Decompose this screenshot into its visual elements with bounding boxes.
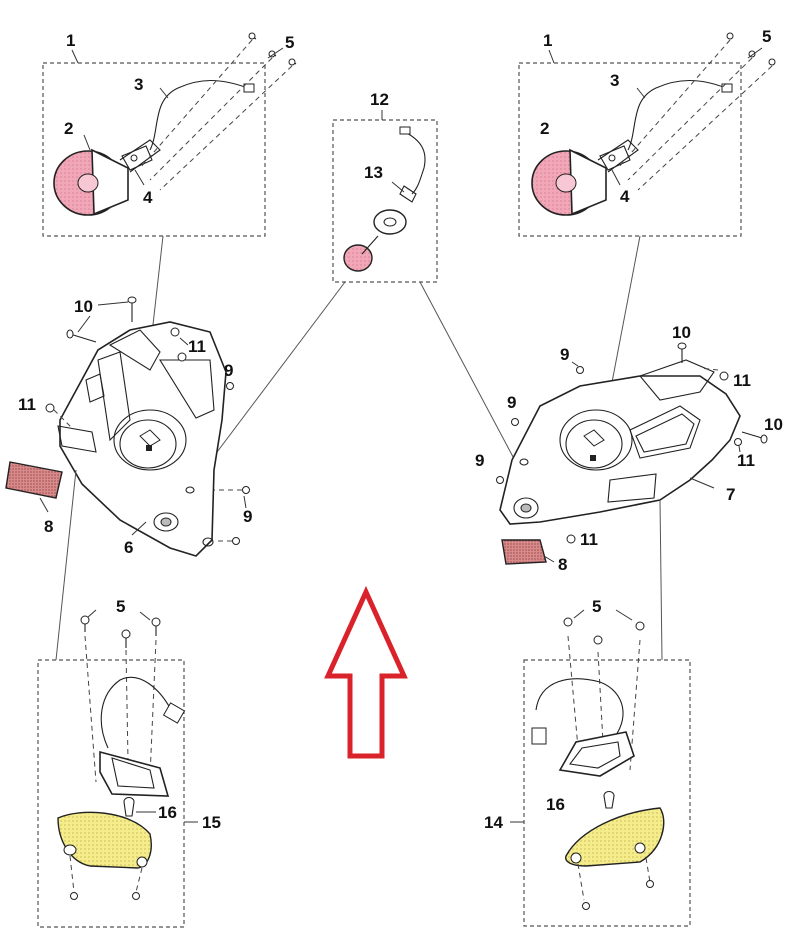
left-screw-9-a (226, 382, 234, 390)
right-signal-lens (565, 807, 665, 867)
callout-left-hl-screws: 5 (285, 33, 294, 52)
callout-right-nut-11-top: 11 (733, 371, 751, 390)
callout-right-hl-screws: 5 (762, 27, 771, 46)
callout-right-hl-socket: 4 (620, 187, 630, 206)
right-headlight-screws (617, 32, 776, 191)
callout-left-hl-bulb: 2 (64, 119, 73, 138)
callout-left-sig-assembly: 15 (202, 813, 221, 832)
callout-right-reflector: 8 (558, 555, 567, 574)
left-signal-screws (80, 609, 161, 783)
callout-left-nut-11-side: 11 (18, 395, 36, 414)
callout-left-nut-11-top: 11 (188, 337, 206, 356)
center-socket (391, 181, 417, 203)
right-headlight-bulb-box (518, 62, 742, 237)
callout-center-socket: 13 (364, 163, 383, 182)
callout-left-sig-screws: 5 (116, 597, 125, 616)
left-signal-bottom-screws (69, 855, 143, 900)
right-nut-11-top (699, 367, 729, 381)
callout-labels: 1 2 3 4 5 12 13 1 2 3 4 5 10 11 9 11 8 6… (18, 27, 783, 832)
center-bulb-lens (343, 235, 379, 272)
left-headlight-socket (121, 145, 153, 171)
right-housing (499, 359, 741, 525)
right-signal-socket-housing (558, 731, 635, 777)
left-signal-box (37, 659, 185, 928)
right-signal-bulb (603, 790, 615, 809)
callout-left-reflector: 8 (44, 517, 53, 536)
left-headlight-bulb-group (42, 32, 297, 237)
callout-right-bolt-10-top: 10 (672, 323, 691, 342)
right-nut-11-bottom (566, 534, 576, 544)
center-bulb-group (332, 110, 438, 283)
callout-right-housing: 7 (726, 485, 735, 504)
callout-right-bolt-10-side: 10 (764, 415, 783, 434)
right-signal-group (510, 499, 691, 927)
left-hardware (45, 296, 250, 545)
left-signal-lens (57, 811, 152, 869)
right-screw-9-b (511, 418, 519, 426)
left-bolt-10 (66, 296, 137, 343)
callout-right-sig-bulb: 16 (546, 795, 565, 814)
left-nut-11-top (170, 327, 189, 362)
callout-right-hl-wire: 3 (610, 71, 619, 90)
right-signal-box (523, 659, 691, 927)
right-signal-bottom-screws (577, 857, 654, 910)
left-headlight-bulb (53, 139, 161, 216)
right-hardware (496, 342, 768, 544)
center-bulb-box (332, 119, 438, 283)
callout-right-screw-9-c: 9 (475, 451, 484, 470)
callout-center-box: 12 (370, 90, 389, 109)
callout-right-sig-assembly: 14 (484, 813, 503, 832)
right-nut-11-side (734, 438, 742, 453)
left-screw-9-b (214, 486, 250, 545)
callout-left-bolt-10: 10 (74, 297, 93, 316)
callout-right-nut-11-bottom: 11 (580, 530, 598, 549)
callout-right-hl-box: 1 (543, 31, 552, 50)
right-screw-9-a (576, 366, 584, 374)
callout-left-sig-bulb: 16 (158, 803, 177, 822)
callout-left-hl-wire: 3 (134, 75, 143, 94)
callout-left-screw-9-b: 9 (243, 507, 252, 526)
left-headlight-screws (139, 32, 297, 191)
callout-right-hl-bulb: 2 (540, 119, 549, 138)
left-signal-bulb (123, 796, 156, 817)
right-signal-wire (531, 678, 624, 745)
right-reflector (501, 539, 555, 565)
callout-left-screw-9-a: 9 (224, 361, 233, 380)
callout-left-hl-socket: 4 (143, 188, 153, 207)
left-housing (57, 321, 227, 557)
left-signal-socket-housing (99, 750, 170, 797)
front-direction-arrow-icon (324, 585, 408, 759)
left-headlight-bulb-box (42, 62, 266, 237)
callout-right-screw-9-a: 9 (560, 345, 569, 364)
right-headlight-socket (599, 145, 631, 171)
callout-right-nut-11-side: 11 (737, 451, 755, 470)
right-screw-9-c (496, 476, 504, 484)
callout-right-screw-9-b: 9 (507, 393, 516, 412)
left-reflector (5, 461, 63, 513)
center-wire (399, 126, 426, 195)
left-headlight-wire (149, 80, 255, 151)
right-headlight-wire (627, 80, 733, 151)
left-nut-11-side (45, 403, 73, 429)
callout-left-housing: 6 (124, 538, 133, 557)
right-headlight-bulb (531, 139, 639, 216)
right-bolt-10-side (741, 431, 768, 444)
right-bolt-10-top (677, 342, 687, 363)
left-signal-wire (100, 676, 186, 749)
callout-left-hl-box: 1 (66, 31, 75, 50)
left-signal-group (37, 469, 198, 928)
right-headlight-bulb-group (518, 32, 776, 237)
callout-right-sig-screws: 5 (592, 597, 601, 616)
